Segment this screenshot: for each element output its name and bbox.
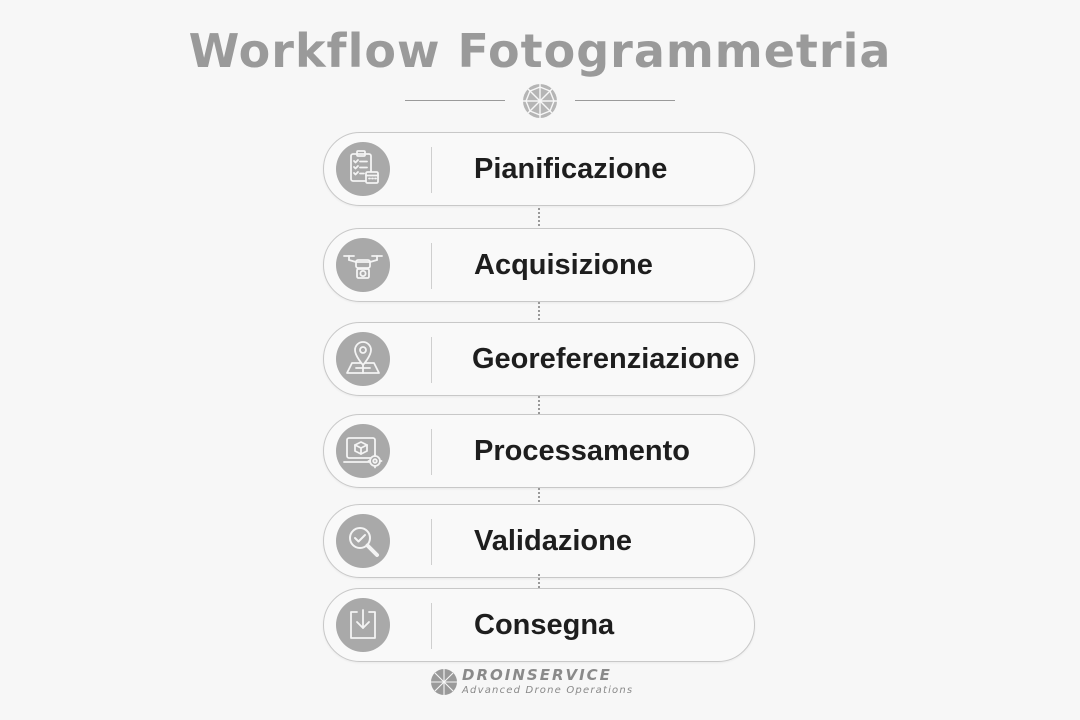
- step-label: Processamento: [474, 435, 690, 467]
- step-icon-badge: [336, 332, 390, 386]
- monitor-cube-gear-icon: [343, 437, 383, 469]
- brand-name: DROINSERVICE: [462, 666, 612, 684]
- step-connector: [538, 488, 540, 508]
- step-icon-badge: [336, 424, 390, 478]
- divider-line-right: [575, 100, 675, 101]
- step-separator: [431, 243, 432, 289]
- step-label: Acquisizione: [474, 249, 653, 281]
- step-icon-badge: [336, 598, 390, 652]
- divider-line-left: [405, 100, 505, 101]
- drone-camera-icon: [343, 255, 383, 279]
- step-separator: [431, 519, 432, 565]
- step-connector: [538, 396, 540, 416]
- step-acquisizione: Acquisizione: [323, 228, 755, 302]
- checklist-calendar-icon: [350, 150, 379, 184]
- brand-tagline: Advanced Drone Operations: [462, 685, 634, 696]
- magnifier-check-icon: [349, 527, 379, 557]
- step-icon-badge: [336, 238, 390, 292]
- workflow-steps: Pianificazione Acquisizione: [323, 0, 757, 720]
- aperture-emblem-icon: [523, 84, 557, 118]
- step-separator: [431, 429, 432, 475]
- page-title: Workflow Fotogrammetria: [188, 24, 892, 78]
- aperture-logo-icon: [431, 669, 457, 695]
- step-label: Pianificazione: [474, 153, 668, 185]
- download-tray-icon: [350, 609, 376, 639]
- step-label: Georeferenziazione: [472, 343, 740, 375]
- step-georeferenziazione: Georeferenziazione: [323, 322, 755, 396]
- step-label: Consegna: [474, 609, 615, 641]
- step-separator: [431, 337, 432, 383]
- step-icon-badge: [336, 142, 390, 196]
- step-validazione: Validazione: [323, 504, 755, 578]
- step-connector: [538, 574, 540, 594]
- map-pin-icon: [346, 341, 380, 374]
- step-connector: [538, 302, 540, 322]
- step-icon-badge: [336, 514, 390, 568]
- step-separator: [431, 147, 432, 193]
- step-label: Validazione: [474, 525, 632, 557]
- step-connector: [538, 208, 540, 228]
- step-consegna: Consegna: [323, 588, 755, 662]
- brand-footer: DROINSERVICE Advanced Drone Operations: [430, 666, 660, 700]
- step-processamento: Processamento: [323, 414, 755, 488]
- title-divider: [405, 82, 675, 118]
- step-separator: [431, 603, 432, 649]
- step-pianificazione: Pianificazione: [323, 132, 755, 206]
